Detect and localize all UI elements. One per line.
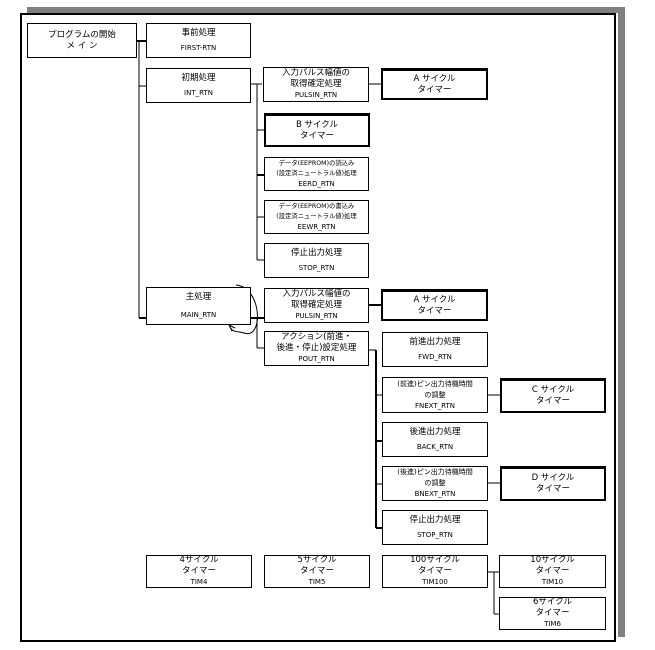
- frame-shadow-top: [27, 7, 625, 13]
- int-rtn-title: 初期処理: [181, 73, 216, 83]
- tim10-box: 10サイクル タイマー TIM10: [499, 555, 606, 588]
- eewr-line1: データ(EEPROM)の書込み: [278, 202, 355, 210]
- loop-arrowhead-icon: [228, 324, 236, 332]
- first-rtn-code: FIRST-RTN: [180, 44, 217, 52]
- c-timer-line1: C サイクル: [531, 385, 575, 395]
- init-stop-code: STOP_RTN: [298, 264, 335, 272]
- tim10-code: TIM10: [541, 578, 564, 586]
- eewr-code: EEWR_RTN: [297, 222, 336, 231]
- tim10-line1: 10サイクル: [530, 555, 575, 565]
- fwd-rtn-box: 前進出力処理 FWD_RTN: [382, 332, 488, 367]
- eewr-line2: (設定済ニュートラル値)処理: [276, 212, 357, 220]
- main-program-box: プログラムの開始 メ イ ン: [27, 23, 137, 58]
- fnext-line1: (前進)ピン出力待機時間: [397, 379, 473, 388]
- init-pulsin-line2: 取得確定処理: [290, 79, 342, 89]
- init-pulsin-line1: 入力パルス幅値の: [281, 68, 350, 78]
- tim4-line1: 4サイクル: [179, 555, 219, 565]
- c-timer-line2: タイマー: [535, 396, 570, 406]
- main-stop-code: STOP_RTN: [417, 531, 453, 539]
- bnext-line2: の調整: [424, 479, 446, 487]
- b-timer-line2: タイマー: [299, 130, 334, 141]
- tim5-line1: 5サイクル: [297, 555, 337, 565]
- eewr-rtn-box: データ(EEPROM)の書込み (設定済ニュートラル値)処理 EEWR_RTN: [264, 200, 369, 234]
- pout-code: POUT_RTN: [298, 355, 335, 363]
- tim4-code: TIM4: [190, 578, 208, 586]
- int-rtn-code: INT_RTN: [184, 89, 213, 97]
- main-stop-title: 停止出力処理: [409, 515, 461, 525]
- fnext-rtn-box: (前進)ピン出力待機時間 の調整 FNEXT_RTN: [382, 377, 488, 413]
- main-pulsin-rtn-box: 入力パルス幅値の 取得確定処理 PULSIN_RTN: [264, 288, 369, 323]
- eerd-line2: (設定済ニュートラル値)処理: [276, 169, 357, 177]
- eerd-rtn-box: データ(EEPROM)の読込み (設定済ニュートラル値)処理 EERD_RTN: [264, 157, 369, 191]
- main-rtn-code: MAIN_RTN: [180, 311, 217, 319]
- init-a-cycle-timer-box: A サイクル タイマー: [381, 68, 488, 100]
- int-rtn-box: 初期処理 INT_RTN: [146, 68, 251, 103]
- init-a-timer-line2: タイマー: [417, 84, 452, 95]
- init-pulsin-rtn-box: 入力パルス幅値の 取得確定処理 PULSIN_RTN: [263, 67, 369, 102]
- fnext-code: FNEXT_RTN: [414, 401, 455, 410]
- first-rtn-box: 事前処理 FIRST-RTN: [146, 23, 251, 58]
- main-rtn-title: 主処理: [185, 292, 212, 302]
- d-timer-line1: D サイクル: [531, 473, 575, 483]
- main-program-line1: プログラムの開始: [48, 29, 116, 40]
- back-title: 後進出力処理: [409, 427, 461, 437]
- main-a-cycle-timer-box: A サイクル タイマー: [381, 289, 488, 321]
- tim10-line2: タイマー: [535, 566, 570, 576]
- tim100-code: TIM100: [422, 578, 448, 586]
- init-pulsin-code: PULSIN_RTN: [294, 91, 338, 99]
- eerd-line1: データ(EEPROM)の読込み: [278, 159, 355, 167]
- fwd-title: 前進出力処理: [409, 337, 461, 347]
- loop-arrow-icon: [229, 284, 258, 335]
- bnext-rtn-box: (後進)ピン出力待機時間 の調整 BNEXT_RTN: [382, 466, 488, 501]
- tim6-line1: 6サイクル: [533, 597, 572, 607]
- init-stop-title: 停止出力処理: [290, 248, 342, 258]
- main-a-timer-line2: タイマー: [417, 305, 452, 316]
- fwd-code: FWD_RTN: [418, 353, 452, 361]
- tim5-code: TIM5: [308, 578, 326, 586]
- init-a-timer-line1: A サイクル: [413, 73, 456, 84]
- main-a-timer-line1: A サイクル: [413, 294, 456, 305]
- main-stop-rtn-box: 停止出力処理 STOP_RTN: [382, 510, 488, 545]
- tim100-box: 100サイクル タイマー TIM100: [382, 555, 488, 588]
- tim6-code: TIM6: [544, 620, 561, 628]
- eerd-code: EERD_RTN: [298, 179, 335, 188]
- c-cycle-timer-box: C サイクル タイマー: [500, 378, 606, 413]
- d-cycle-timer-box: D サイクル タイマー: [500, 466, 606, 501]
- pout-line2: 後進・停止)設定処理: [276, 343, 357, 353]
- tim4-line2: タイマー: [181, 566, 216, 576]
- b-timer-line1: B サイクル: [295, 119, 339, 130]
- fnext-line2: の調整: [424, 390, 446, 399]
- back-rtn-box: 後進出力処理 BACK_RTN: [382, 422, 488, 457]
- pout-line1: アクション(前進・: [281, 332, 352, 342]
- init-stop-rtn-box: 停止出力処理 STOP_RTN: [264, 243, 369, 278]
- main-pulsin-line2: 取得確定処理: [290, 300, 342, 310]
- main-rtn-box: 主処理 MAIN_RTN: [146, 287, 251, 325]
- main-pulsin-code: PULSIN_RTN: [295, 312, 338, 320]
- tim100-line1: 100サイクル: [410, 555, 460, 565]
- frame-shadow-right: [618, 7, 625, 637]
- pout-rtn-box: アクション(前進・ 後進・停止)設定処理 POUT_RTN: [264, 331, 369, 366]
- bnext-code: BNEXT_RTN: [414, 490, 456, 498]
- d-timer-line2: タイマー: [535, 484, 570, 494]
- tim100-line2: タイマー: [417, 566, 452, 576]
- back-code: BACK_RTN: [416, 443, 454, 451]
- tim6-line2: タイマー: [535, 608, 570, 618]
- tim6-box: 6サイクル タイマー TIM6: [499, 597, 606, 630]
- main-pulsin-line1: 入力パルス幅値の: [282, 289, 351, 299]
- tim5-line2: タイマー: [299, 566, 334, 576]
- b-cycle-timer-box: B サイクル タイマー: [264, 113, 370, 147]
- tim5-box: 5サイクル タイマー TIM5: [264, 555, 370, 588]
- first-rtn-title: 事前処理: [181, 28, 216, 38]
- main-program-line2: メ イ ン: [66, 40, 98, 51]
- tim4-box: 4サイクル タイマー TIM4: [146, 555, 252, 588]
- bnext-line1: (後進)ピン出力待機時間: [397, 468, 473, 476]
